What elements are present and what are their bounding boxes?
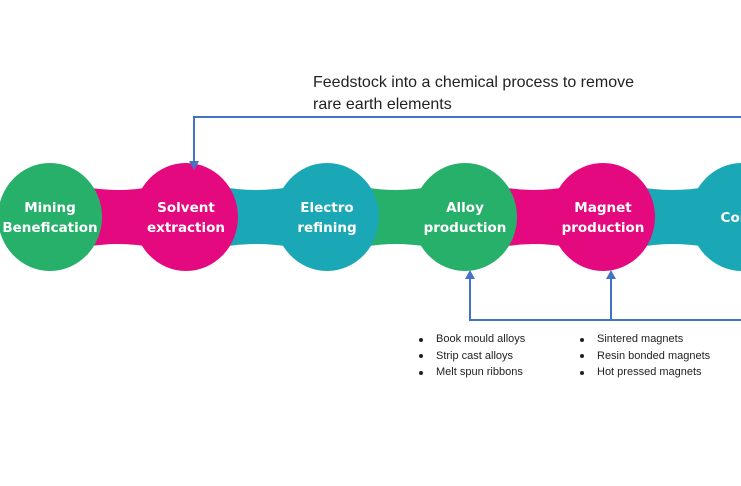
- annotation-line-1: Feedstock into a chemical process to rem…: [313, 74, 635, 91]
- process-node: [275, 163, 379, 271]
- arrowhead-icon: [606, 270, 616, 279]
- list-item: Melt spun ribbons: [419, 364, 525, 381]
- node-label-line-2: refining: [297, 220, 356, 236]
- node-label-line-2: production: [562, 220, 645, 236]
- magnet-types-list: Sintered magnets Resin bonded magnets Ho…: [580, 331, 710, 381]
- process-node: [0, 163, 102, 271]
- process-node: [690, 163, 741, 271]
- list-item: Strip cast alloys: [419, 348, 525, 365]
- node-label-line-1: Magnet: [574, 200, 632, 216]
- process-node: [413, 163, 517, 271]
- process-node: [551, 163, 655, 271]
- node-label-line-1: Solvent: [157, 200, 215, 216]
- alloy-input-arrow-line: [469, 278, 741, 321]
- annotation-line-2: rare earth elements: [313, 96, 452, 113]
- process-node: [134, 163, 238, 271]
- node-label-line-1: Alloy: [446, 200, 484, 216]
- arrowhead-icon: [465, 270, 475, 279]
- node-label-line-2: Benefication: [2, 220, 97, 236]
- alloy-types-list: Book mould alloys Strip cast alloys Melt…: [419, 331, 525, 381]
- feedstock-annotation: Feedstock into a chemical process to rem…: [313, 72, 634, 116]
- feedback-arrow-line: [193, 116, 741, 162]
- node-label-line-2: production: [424, 220, 507, 236]
- node-label-line-1: Comp: [721, 210, 741, 226]
- list-item: Resin bonded magnets: [580, 348, 710, 365]
- list-item: Book mould alloys: [419, 331, 525, 348]
- node-label-line-1: Mining: [24, 200, 76, 216]
- arrowhead-icon: [189, 161, 199, 170]
- node-label-line-1: Electro: [300, 200, 353, 216]
- list-item: Hot pressed magnets: [580, 364, 710, 381]
- list-item: Sintered magnets: [580, 331, 710, 348]
- node-label-line-2: extraction: [147, 220, 225, 236]
